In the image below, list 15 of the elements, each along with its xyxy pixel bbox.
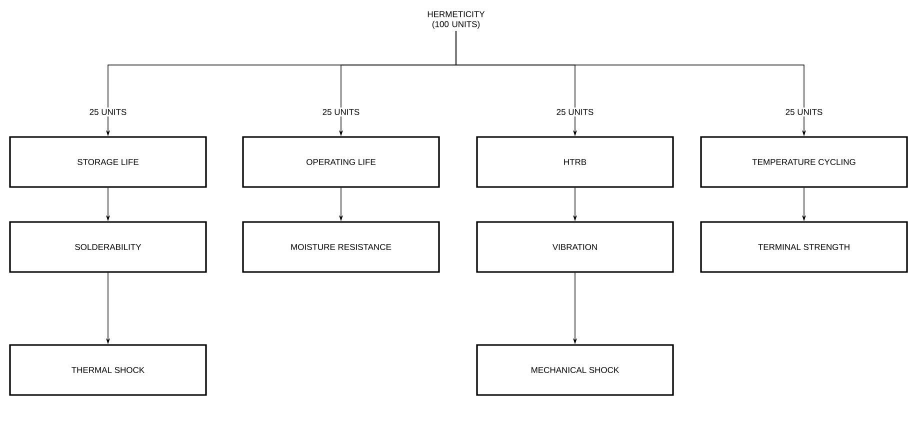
process-box: STORAGE LIFE (9, 136, 207, 188)
process-box: MOISTURE RESISTANCE (242, 221, 440, 273)
edge-label: 25 UNITS (88, 108, 128, 116)
process-box: OPERATING LIFE (242, 136, 440, 188)
process-box: SOLDERABILITY (9, 221, 207, 273)
edge-label: 25 UNITS (320, 108, 362, 116)
process-box: MECHANICAL SHOCK (476, 344, 674, 396)
process-box: THERMAL SHOCK (9, 344, 207, 396)
process-box: TERMINAL STRENGTH (700, 221, 908, 273)
edge-label: 25 UNITS (784, 108, 824, 116)
process-box: HTRB (476, 136, 674, 188)
process-box: VIBRATION (476, 221, 674, 273)
process-box: TEMPERATURE CYCLING (700, 136, 908, 188)
heading: HERMETICITY (100 UNITS) (428, 11, 485, 29)
edge-label: 25 UNITS (554, 108, 596, 116)
